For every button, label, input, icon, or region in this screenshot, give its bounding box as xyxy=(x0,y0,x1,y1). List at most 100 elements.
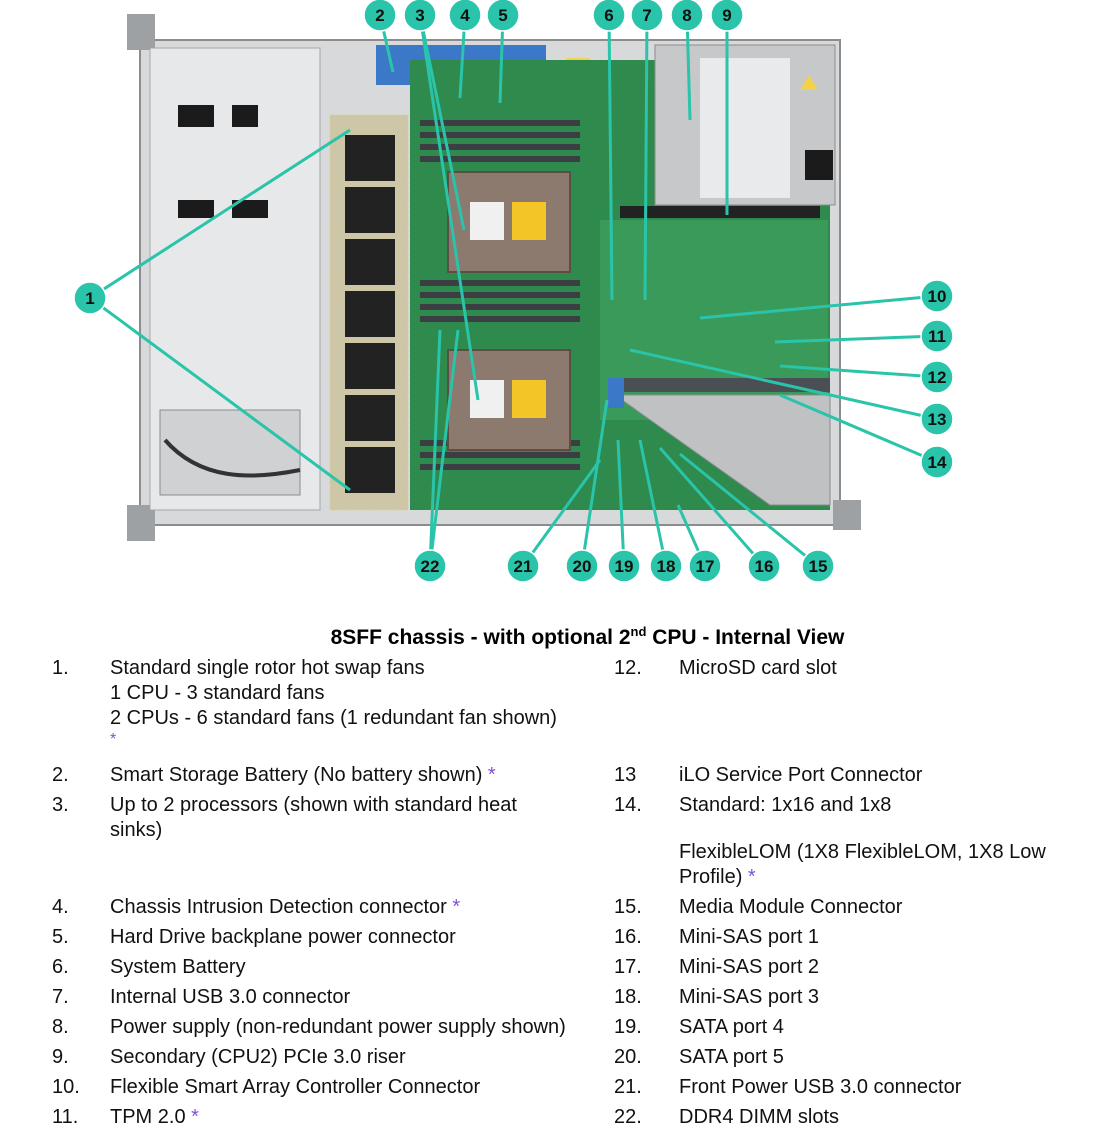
callout-number: 16 xyxy=(755,557,774,576)
callout-number: 1 xyxy=(85,289,94,308)
callout-circle xyxy=(448,0,482,32)
callout-circle xyxy=(486,0,520,32)
callout-20: 20 xyxy=(565,549,599,583)
legend-text: Standard: 1x16 and 1x8 xyxy=(679,793,891,818)
legend-line: DDR4 DIMM slots xyxy=(679,1106,840,1128)
legend-number: 18. xyxy=(614,986,642,1008)
callout-circle xyxy=(73,281,107,315)
legend-text: DDR4 DIMM slots xyxy=(679,1105,839,1130)
legend-number: 1. xyxy=(52,657,69,679)
legend-number: 3. xyxy=(52,794,69,816)
legend-text: SATA port 5 xyxy=(679,1045,784,1070)
optional-marker: * xyxy=(742,866,756,888)
legend-number: 10. xyxy=(52,1076,80,1098)
legend-text: Smart Storage Battery (No battery shown)… xyxy=(110,763,496,788)
legend-number: 21. xyxy=(614,1076,642,1098)
callout-12: 12 xyxy=(920,360,954,394)
legend-line: Mini-SAS port 2 xyxy=(679,956,820,978)
callout-circle xyxy=(607,549,641,583)
legend-text: SATA port 4 xyxy=(679,1015,784,1040)
fan-array xyxy=(345,135,395,493)
legend-text: Media Module Connector xyxy=(679,895,902,920)
legend-text: System Battery xyxy=(110,955,246,980)
legend-text: Profile) * xyxy=(679,865,756,890)
callout-circle xyxy=(565,549,599,583)
callout-number: 22 xyxy=(421,557,440,576)
legend-number: 13 xyxy=(614,764,637,786)
legend-text: TPM 2.0 * xyxy=(110,1105,199,1130)
legend-text: Front Power USB 3.0 connector xyxy=(679,1075,961,1100)
callout-circle xyxy=(920,319,954,353)
legend-text: 2 CPUs - 6 standard fans (1 redundant fa… xyxy=(110,706,557,731)
callout-2: 2 xyxy=(363,0,397,32)
callout-7: 7 xyxy=(630,0,664,32)
legend-text: Mini-SAS port 2 xyxy=(679,955,819,980)
legend-line: Mini-SAS port 3 xyxy=(679,986,820,1008)
callout-number: 8 xyxy=(682,6,691,25)
callout-4: 4 xyxy=(448,0,482,32)
optional-marker: * xyxy=(110,731,117,748)
callout-circle xyxy=(688,549,722,583)
legend-number: 2. xyxy=(52,764,69,786)
legend-line: MicroSD card slot xyxy=(679,657,837,679)
legend-line: Front Power USB 3.0 connector xyxy=(679,1076,962,1098)
callout-circle xyxy=(920,279,954,313)
callout-number: 3 xyxy=(415,6,424,25)
power-supply xyxy=(620,44,836,218)
callout-number: 20 xyxy=(573,557,592,576)
callout-17: 17 xyxy=(688,549,722,583)
legend-number: 20. xyxy=(614,1046,642,1068)
callout-number: 19 xyxy=(615,557,634,576)
caption-superscript: nd xyxy=(630,624,647,639)
legend-line: Standard: 1x16 and 1x8 xyxy=(679,794,892,816)
callout-number: 17 xyxy=(696,557,715,576)
cpu-heatsinks xyxy=(447,171,571,451)
callout-circle xyxy=(403,0,437,32)
caption-prefix: 8SFF chassis - with optional 2 xyxy=(330,626,631,649)
callout-circle xyxy=(670,0,704,32)
callout-16: 16 xyxy=(747,549,781,583)
legend-line: Smart Storage Battery (No battery shown) xyxy=(110,764,483,786)
legend-line: 1 CPU - 3 standard fans xyxy=(110,682,325,704)
diagram-caption: 8SFF chassis - with optional 2nd CPU - I… xyxy=(0,624,1117,650)
callout-number: 4 xyxy=(460,6,470,25)
legend-line: SATA port 5 xyxy=(679,1046,784,1068)
legend-line: FlexibleLOM (1X8 FlexibleLOM, 1X8 Low xyxy=(679,841,1046,863)
callout-15: 15 xyxy=(801,549,835,583)
callout-circle xyxy=(413,549,447,583)
legend-number: 16. xyxy=(614,926,642,948)
legend-line: Chassis Intrusion Detection connector xyxy=(110,896,447,918)
legend-text: 1 CPU - 3 standard fans xyxy=(110,681,325,706)
legend-line: SATA port 4 xyxy=(679,1016,784,1038)
callout-14: 14 xyxy=(920,445,954,479)
optional-marker: * xyxy=(185,1106,199,1128)
legend-text: sinks) xyxy=(110,818,162,843)
legend-number: 17. xyxy=(614,956,642,978)
callout-5: 5 xyxy=(486,0,520,32)
callout-circle xyxy=(920,360,954,394)
callout-8: 8 xyxy=(670,0,704,32)
callout-21: 21 xyxy=(506,549,540,583)
callout-3: 3 xyxy=(403,0,437,32)
callout-9: 9 xyxy=(710,0,744,32)
optional-marker: * xyxy=(446,896,461,918)
callout-11: 11 xyxy=(920,319,954,353)
callout-13: 13 xyxy=(920,402,954,436)
callout-number: 9 xyxy=(722,6,731,25)
legend-line: Profile) xyxy=(679,866,743,888)
callout-number: 18 xyxy=(657,557,676,576)
legend-line: Media Module Connector xyxy=(679,896,903,918)
legend-number: 22. xyxy=(614,1106,642,1128)
legend-number: 15. xyxy=(614,896,642,918)
legend-text: Mini-SAS port 1 xyxy=(679,925,819,950)
callout-circle xyxy=(801,549,835,583)
legend-line: Flexible Smart Array Controller Connecto… xyxy=(110,1076,481,1098)
legend-text: Hard Drive backplane power connector xyxy=(110,925,456,950)
legend-number: 6. xyxy=(52,956,69,978)
callout-number: 15 xyxy=(809,557,828,576)
legend-number: 8. xyxy=(52,1016,69,1038)
callout-circle xyxy=(649,549,683,583)
legend-text: MicroSD card slot xyxy=(679,656,837,681)
callout-number: 5 xyxy=(498,6,507,25)
legend-number: 12. xyxy=(614,657,642,679)
